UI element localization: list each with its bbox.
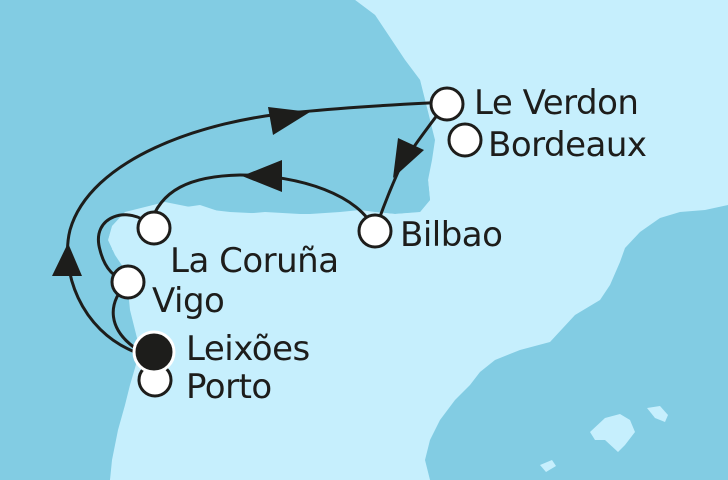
- port-label-leixoes[interactable]: Leixões: [186, 329, 310, 369]
- port-marker-la-coruna[interactable]: [136, 210, 172, 246]
- port-label-vigo[interactable]: Vigo: [152, 281, 225, 321]
- port-label-bilbao[interactable]: Bilbao: [400, 215, 503, 255]
- port-label-bordeaux[interactable]: Bordeaux: [488, 125, 647, 165]
- menorca: [647, 406, 668, 422]
- bay-of-biscay: [0, 0, 433, 240]
- port-marker-leixoes[interactable]: [132, 330, 176, 374]
- port-label-la-coruna[interactable]: La Coruña: [170, 241, 339, 281]
- port-marker-le-verdon[interactable]: [429, 86, 465, 122]
- arrow-icon: [52, 243, 82, 276]
- port-marker-bordeaux[interactable]: [447, 122, 483, 158]
- port-label-porto[interactable]: Porto: [186, 367, 272, 407]
- arrow-icon: [393, 138, 424, 178]
- port-marker-vigo[interactable]: [110, 264, 146, 300]
- arrow-icon: [242, 160, 282, 192]
- mallorca: [590, 414, 635, 452]
- port-label-le-verdon[interactable]: Le Verdon: [474, 83, 639, 123]
- direction-arrows: [52, 107, 424, 276]
- portugal-coast: [110, 225, 300, 480]
- port-markers: [110, 86, 483, 398]
- port-marker-bilbao[interactable]: [357, 213, 393, 249]
- ibiza: [540, 460, 556, 472]
- arrow-icon: [268, 107, 310, 135]
